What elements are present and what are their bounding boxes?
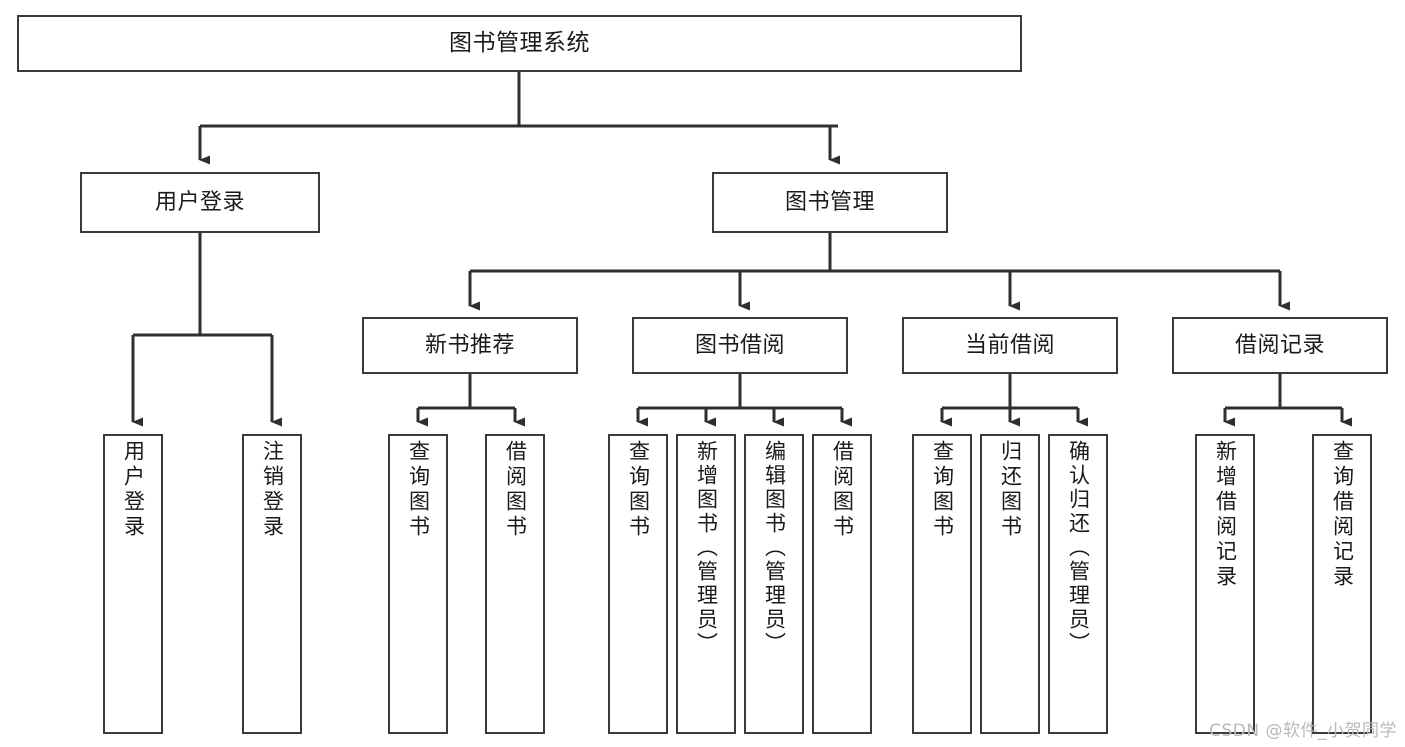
node-label: 借阅记录 <box>1234 332 1325 358</box>
node-label: 查询图书 <box>406 440 431 540</box>
node-leaf-return-book[interactable]: 归还图书 <box>980 434 1040 734</box>
node-label: 查询图书 <box>930 440 955 540</box>
node-leaf-borrow-book-1[interactable]: 借阅图书 <box>485 434 545 734</box>
node-label: 用户登录 <box>154 189 245 215</box>
csdn-watermark: CSDN @软件_小贺同学 <box>1209 721 1397 741</box>
node-label: 新增图书（管理员） <box>694 440 719 656</box>
node-label: 图书管理系统 <box>449 29 590 56</box>
node-label: 注销登录 <box>260 440 285 540</box>
node-label: 借阅图书 <box>503 440 528 540</box>
node-label: 当前借阅 <box>964 332 1055 358</box>
node-leaf-confirm-return-admin[interactable]: 确认归还（管理员） <box>1048 434 1108 734</box>
node-leaf-add-book-admin[interactable]: 新增图书（管理员） <box>676 434 736 734</box>
node-label: 图书借阅 <box>694 332 785 358</box>
node-root-system[interactable]: 图书管理系统 <box>17 15 1022 72</box>
node-label: 确认归还（管理员） <box>1066 440 1091 656</box>
node-label: 新书推荐 <box>424 332 515 358</box>
node-book-borrow[interactable]: 图书借阅 <box>632 317 848 374</box>
node-new-book-recommend[interactable]: 新书推荐 <box>362 317 578 374</box>
node-leaf-edit-book-admin[interactable]: 编辑图书（管理员） <box>744 434 804 734</box>
node-label: 归还图书 <box>998 440 1023 540</box>
node-leaf-add-borrow-record[interactable]: 新增借阅记录 <box>1195 434 1255 734</box>
node-leaf-user-login[interactable]: 用户登录 <box>103 434 163 734</box>
node-leaf-query-book-3[interactable]: 查询图书 <box>912 434 972 734</box>
node-label: 新增借阅记录 <box>1213 440 1238 590</box>
node-label: 查询借阅记录 <box>1330 440 1355 590</box>
node-book-manage[interactable]: 图书管理 <box>712 172 948 233</box>
node-label: 图书管理 <box>784 189 875 215</box>
node-leaf-query-book-2[interactable]: 查询图书 <box>608 434 668 734</box>
node-label: 查询图书 <box>626 440 651 540</box>
node-leaf-borrow-book-2[interactable]: 借阅图书 <box>812 434 872 734</box>
node-label: 用户登录 <box>121 440 146 540</box>
node-borrow-record[interactable]: 借阅记录 <box>1172 317 1388 374</box>
node-current-borrow[interactable]: 当前借阅 <box>902 317 1118 374</box>
node-user-login[interactable]: 用户登录 <box>80 172 320 233</box>
node-label: 借阅图书 <box>830 440 855 540</box>
node-leaf-logout[interactable]: 注销登录 <box>242 434 302 734</box>
node-leaf-query-book-1[interactable]: 查询图书 <box>388 434 448 734</box>
node-leaf-query-borrow-record[interactable]: 查询借阅记录 <box>1312 434 1372 734</box>
node-label: 编辑图书（管理员） <box>762 440 787 656</box>
